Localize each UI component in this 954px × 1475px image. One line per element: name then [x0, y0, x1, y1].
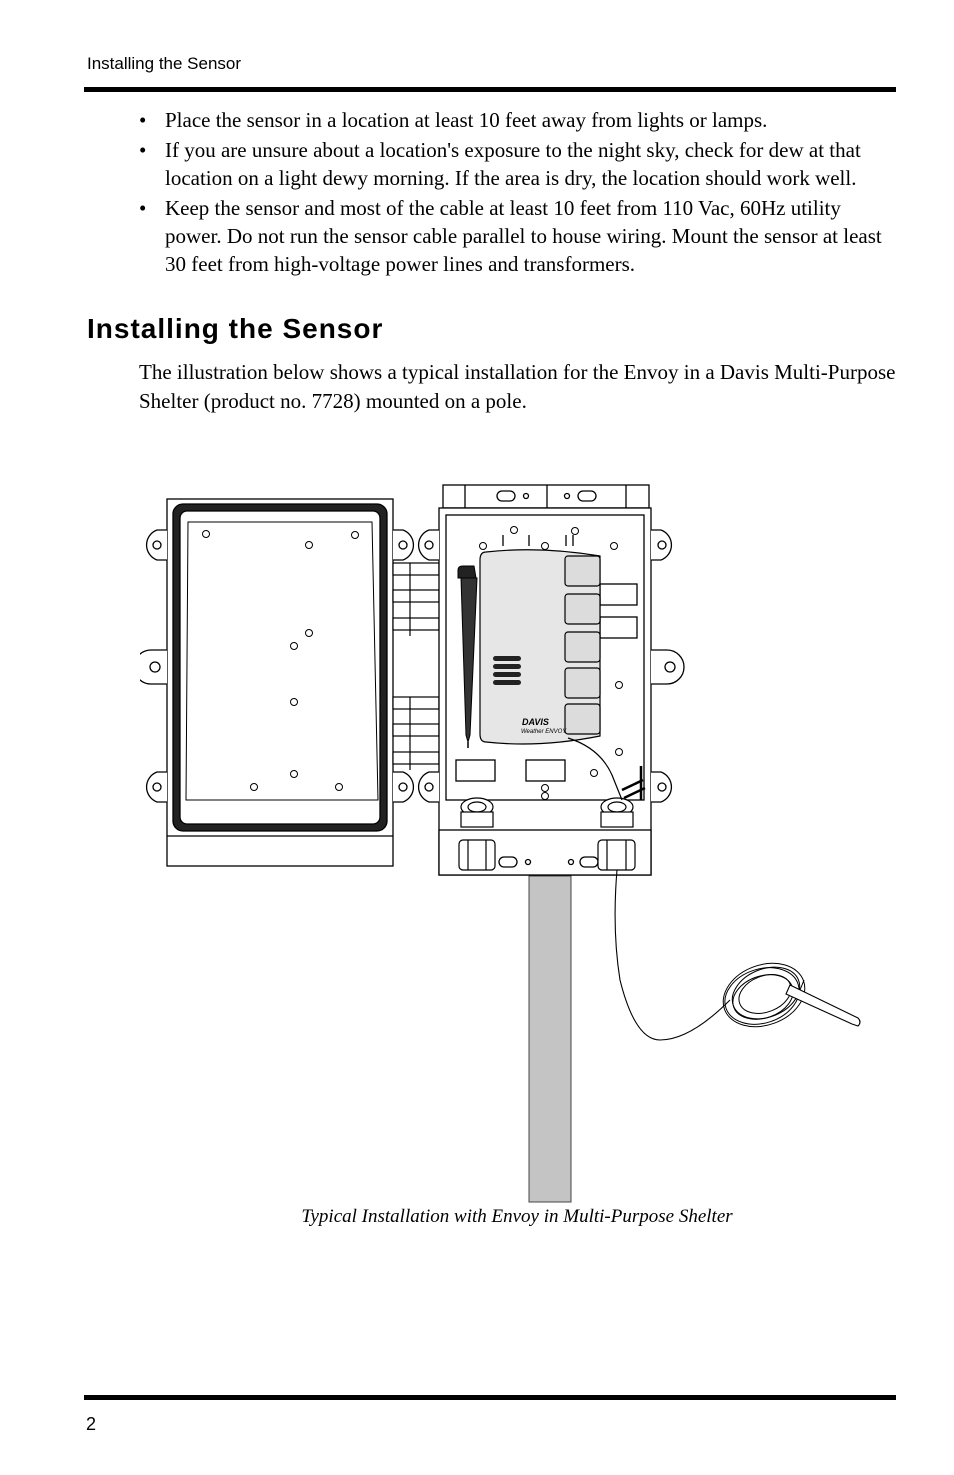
list-item-text: Place the sensor in a location at least …	[165, 108, 768, 132]
list-item: • If you are unsure about a location's e…	[139, 136, 899, 192]
temperature-probe	[785, 984, 861, 1027]
sensor-cable-outside	[614, 869, 731, 1041]
envoy-console	[479, 549, 601, 745]
footer-rule	[84, 1395, 896, 1400]
shelter-door	[140, 498, 415, 867]
header-rule	[84, 87, 896, 92]
running-header: Installing the Sensor	[87, 54, 242, 73]
list-item: • Keep the sensor and most of the cable …	[139, 194, 899, 278]
cable-glands	[458, 797, 636, 871]
mounting-pole	[528, 875, 572, 1203]
section-title: Installing the Sensor	[87, 313, 384, 344]
cable-clip	[621, 766, 646, 800]
installation-illustration: DAVIS Weather ENVOY	[140, 484, 861, 1203]
envoy-brand-label: DAVIS	[522, 717, 549, 727]
hinges	[392, 562, 440, 770]
list-item-text: If you are unsure about a location's exp…	[165, 138, 861, 190]
bullet-marker: •	[139, 196, 147, 220]
page-number: 2	[86, 1414, 97, 1434]
sensor-cable-inside	[567, 737, 623, 801]
envoy-model-label: Weather ENVOY	[521, 729, 567, 735]
intro-paragraph: The illustration below shows a typical i…	[139, 360, 896, 413]
list-item-text: Keep the sensor and most of the cable at…	[165, 196, 882, 276]
figure-caption: Typical Installation with Envoy in Multi…	[301, 1206, 733, 1227]
bullet-marker: •	[139, 138, 147, 162]
bullet-marker: •	[139, 108, 147, 132]
cable-coil	[722, 962, 806, 1028]
placement-guidelines-list: • Place the sensor in a location at leas…	[139, 106, 899, 280]
antenna	[457, 565, 478, 748]
list-item: • Place the sensor in a location at leas…	[139, 106, 899, 134]
